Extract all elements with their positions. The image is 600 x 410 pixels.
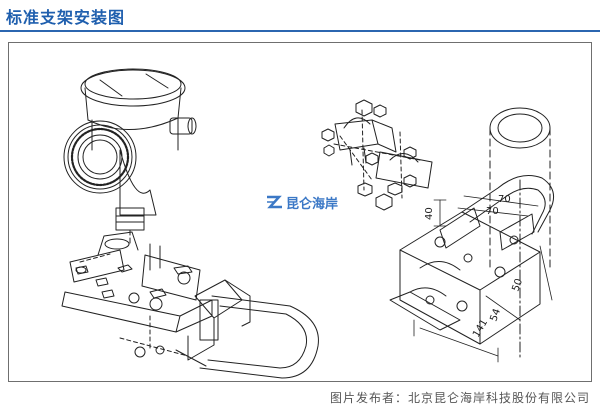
right-u-bolt (461, 175, 555, 235)
brand-mark-icon (267, 195, 282, 209)
right-bracket (389, 207, 541, 345)
left-u-bolt (175, 295, 319, 379)
vertical-pipe (489, 107, 551, 361)
dim-50: 50 (510, 277, 525, 293)
transmitter-housing (80, 68, 197, 216)
brand-logo: 昆仑海岸 (266, 191, 338, 213)
process-connection (115, 207, 145, 247)
dim-40: 40 (424, 207, 435, 220)
dim-70-inner: 70 (486, 206, 499, 217)
dimension-lines (413, 195, 553, 363)
display-cover (63, 120, 137, 194)
dim-70-outer: 70 (498, 194, 511, 205)
title-underline (0, 30, 600, 32)
page-title: 标准支架安装图 (6, 8, 126, 27)
brand-logo-text: 昆仑海岸 (286, 196, 339, 212)
dim-54: 54 (488, 307, 503, 323)
image-credit: 图片发布者：北京昆仑海岸科技股份有限公司 (329, 391, 590, 405)
middle-exploded-bracket (321, 99, 433, 211)
left-bracket (61, 231, 213, 358)
dim-141: 141 (471, 317, 490, 339)
